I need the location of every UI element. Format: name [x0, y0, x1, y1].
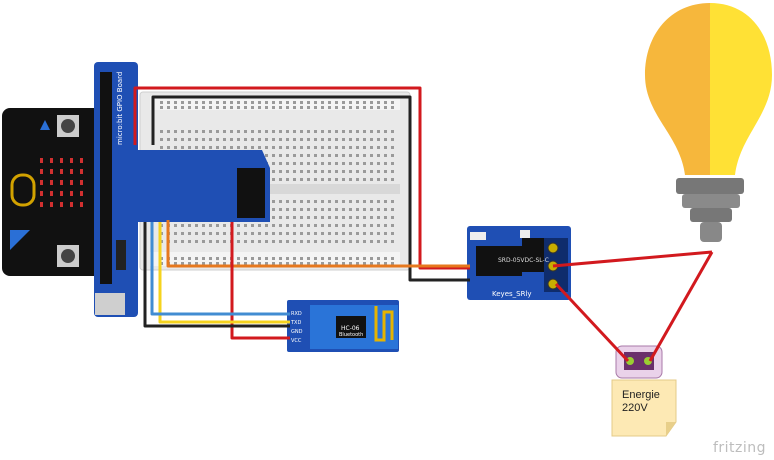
wire-black-top: [151, 95, 470, 282]
energy-label-line1: Energie: [622, 389, 660, 401]
wire-red-relay-bulb: [552, 250, 713, 268]
wire-red-bt: [230, 222, 290, 340]
gpio-board-label: micro:bit GPIO Board: [116, 72, 124, 145]
wire-red-bulb-plug: [648, 251, 714, 362]
wires: [133, 86, 714, 363]
light-bulb-icon: [645, 3, 772, 242]
wire-yellow: [158, 222, 290, 324]
wire-orange: [166, 220, 470, 268]
wire-red-relay-plug: [554, 282, 630, 363]
relay-model-text: SRD-05VDC-SL-C: [498, 257, 549, 264]
fritzing-watermark: fritzing: [712, 440, 766, 456]
relay-module: SRD-05VDC-SL-C Keyes_SRly: [467, 226, 571, 300]
gpio-expansion-board: micro:bit GPIO Board: [94, 62, 270, 317]
bt-label: HC-06: [341, 325, 360, 332]
power-connector: [615, 345, 663, 379]
bt-pin-vcc: VCC: [291, 338, 302, 344]
bt-sub: Bluetooth: [339, 332, 363, 338]
energy-label-line2: 220V: [622, 402, 648, 414]
bluetooth-module: HC-06 Bluetooth RXD TXD GND VCC: [287, 300, 399, 352]
bt-pin-txd: TXD: [290, 320, 301, 326]
relay-brand-text: Keyes_SRly: [492, 290, 532, 298]
breadboard: [139, 91, 411, 271]
bt-pin-gnd: GND: [291, 329, 303, 335]
bt-pin-rxd: RXD: [291, 311, 302, 317]
wire-blue: [150, 222, 290, 316]
wire-black-bt: [143, 222, 290, 328]
microbit-board: [2, 108, 102, 276]
energy-note: Energie 220V: [611, 379, 677, 437]
